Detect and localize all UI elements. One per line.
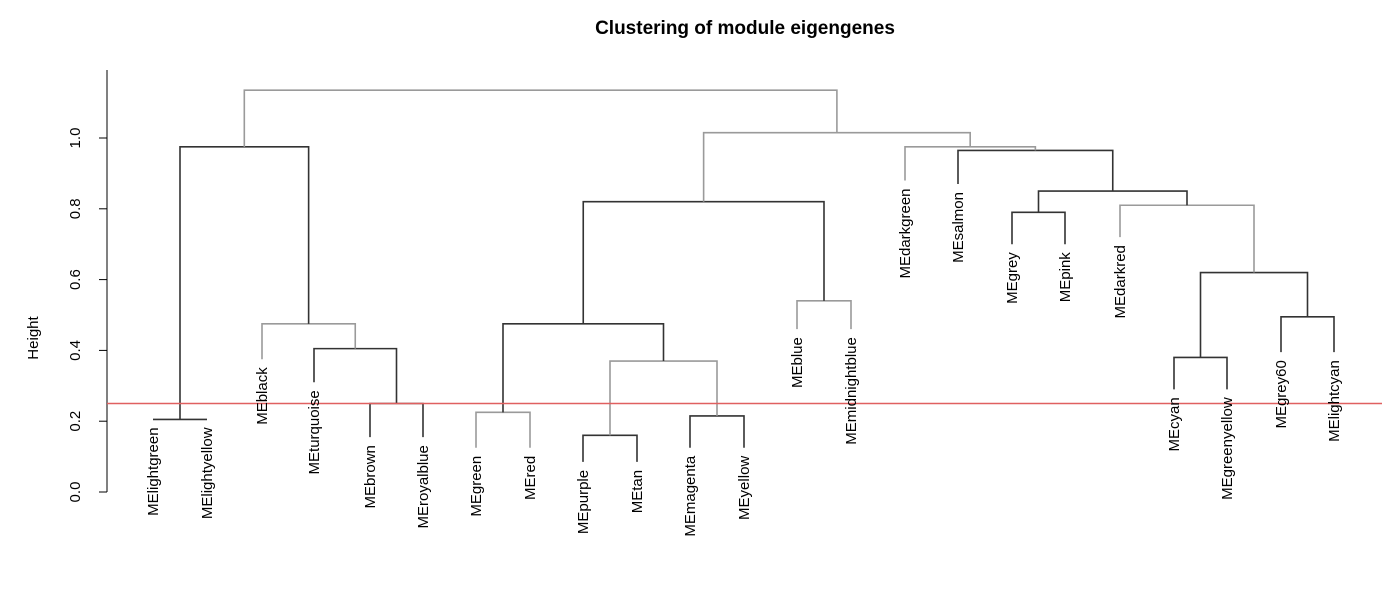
chart-title: Clustering of module eigengenes xyxy=(595,18,895,39)
dendrogram-branch xyxy=(261,323,357,360)
dendrogram-branch xyxy=(609,360,718,436)
dendrogram-branch xyxy=(1199,271,1309,358)
leaf-label: MElightgreen xyxy=(145,427,162,515)
leaf-label: MEroyalblue xyxy=(415,445,432,528)
leaf-label: MEcyan xyxy=(1166,397,1183,451)
y-tick-label: 0.2 xyxy=(67,411,84,432)
y-tick-label: 0.4 xyxy=(67,340,84,361)
dendrogram-branch xyxy=(502,323,665,413)
leaf-labels: MElightgreen MElightyellow MEblack MEturquo… xyxy=(145,188,1343,536)
dendrogram-branch xyxy=(702,131,971,202)
dendrogram-branch xyxy=(582,200,825,324)
leaf-label: MEturquoise xyxy=(306,390,323,474)
leaf-label: MEyellow xyxy=(736,456,753,520)
y-tick-label: 0.8 xyxy=(67,198,84,219)
leaf-label: MEdarkred xyxy=(1112,245,1129,318)
y-tick-label: 0.6 xyxy=(67,269,84,290)
leaf-label: MEtan xyxy=(629,470,646,513)
dendrogram-branch xyxy=(796,300,852,330)
dendrogram-branch xyxy=(475,411,531,448)
dendrogram-branch xyxy=(689,415,745,448)
dendrogram-branch xyxy=(313,347,398,404)
y-axis-ticks: 0.0 0.2 0.4 0.6 0.8 1.0 xyxy=(67,128,107,503)
dendrogram-branch xyxy=(1280,315,1335,353)
dendrogram-branch xyxy=(1011,211,1066,245)
leaf-label: MEred xyxy=(522,456,539,500)
leaf-label: MEmidnightblue xyxy=(843,337,860,445)
leaf-label: MEblack xyxy=(254,367,271,425)
y-tick-label: 1.0 xyxy=(67,128,84,149)
leaf-label: MEbrown xyxy=(362,445,379,508)
dendrogram-branches xyxy=(153,89,1335,462)
dendrogram-branch xyxy=(369,402,424,438)
leaf-label: MElightcyan xyxy=(1326,360,1343,442)
leaf-label: MEdarkgreen xyxy=(897,188,914,278)
leaf-label: MElightyellow xyxy=(199,427,216,519)
y-tick-label: 0.0 xyxy=(67,482,84,503)
leaf-label: MEmagenta xyxy=(682,455,699,537)
leaf-label: MEgreenyellow xyxy=(1219,397,1236,500)
leaf-label: MEgreen xyxy=(468,456,485,517)
y-axis-label: Height xyxy=(25,315,42,359)
dendrogram-branch xyxy=(1037,190,1188,213)
leaf-label: MEpink xyxy=(1057,252,1074,303)
dendrogram-branch xyxy=(243,89,838,147)
leaf-label: MEsalmon xyxy=(950,192,967,263)
dendrogram-branch xyxy=(1173,356,1228,390)
dendrogram-branch xyxy=(179,146,310,420)
dendrogram-branch xyxy=(957,149,1114,192)
leaf-label: MEgrey xyxy=(1004,252,1021,304)
dendrogram-branch xyxy=(1119,204,1255,273)
leaf-label: MEpurple xyxy=(575,470,592,534)
dendrogram-branch xyxy=(582,434,638,462)
dendrogram-branch xyxy=(904,146,1037,181)
leaf-label: MEgrey60 xyxy=(1273,360,1290,428)
leaf-label: MEblue xyxy=(789,337,806,388)
